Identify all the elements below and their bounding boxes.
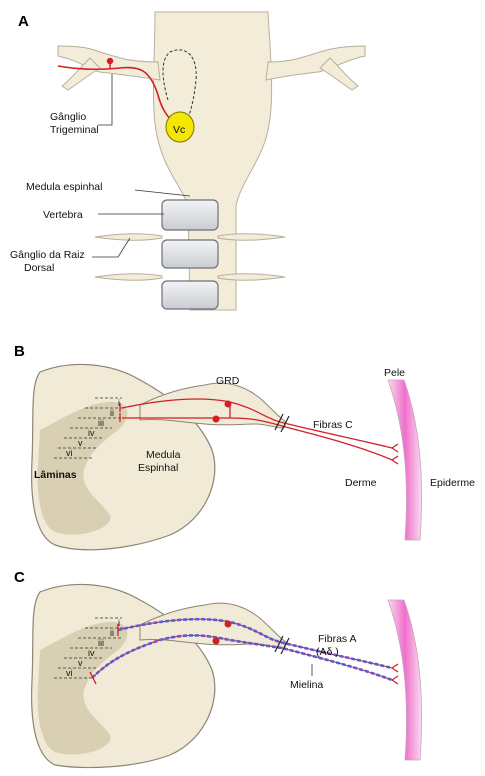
vertebra-3: [162, 281, 218, 309]
lamina-c-iv: iv: [88, 648, 95, 658]
spinal-nerve-l2: [95, 274, 162, 280]
ganglion-cell: [107, 58, 113, 64]
lamina-c-v: v: [78, 658, 83, 668]
a-fibers-label-2: (Aδ ): [316, 646, 339, 658]
panel-b: B i ii iii iv v vi: [14, 343, 475, 550]
lamina-c-ii: ii: [110, 628, 114, 638]
lamina-c-vi: vi: [66, 668, 73, 678]
pele-label: Pele: [384, 367, 405, 379]
c-fibers-label: Fibras C: [313, 419, 353, 431]
vertebra-2: [162, 240, 218, 268]
right-nerve: [266, 46, 365, 80]
lamina-c-iii: iii: [98, 638, 104, 648]
medula-b-label-1: Medula: [146, 449, 181, 461]
vertebra-label: Vertebra: [43, 209, 83, 221]
grd-cell-2: [213, 416, 220, 423]
leader-drg: [92, 238, 130, 257]
vertebra-1: [162, 200, 218, 230]
grd-c-cell-1: [225, 621, 232, 628]
lamina-b-vi: vi: [66, 448, 73, 458]
panel-c-letter: C: [14, 569, 25, 586]
medula-label: Medula espinhal: [26, 181, 102, 193]
mielina-label: Mielina: [290, 679, 323, 691]
panel-b-letter: B: [14, 343, 25, 360]
panel-a-letter: A: [18, 13, 29, 30]
drg-label-1: Gânglio da Raiz: [10, 249, 85, 261]
lamina-b-iii: iii: [98, 418, 104, 428]
spinal-nerve-r2: [218, 274, 285, 280]
spinal-nerve-r1: [218, 234, 285, 240]
drg-label-2: Dorsal: [24, 262, 54, 274]
lamina-b-v: v: [78, 438, 83, 448]
derme-label: Derme: [345, 477, 377, 489]
grd-c-cell-2: [213, 638, 220, 645]
a-fibers-label-1: Fibras A: [318, 633, 357, 645]
vc-label: Vc: [173, 124, 185, 136]
panel-a: A Vc Gânglio Trigeminal Medula esp: [10, 12, 365, 310]
grd-cell-1: [225, 401, 232, 408]
trigeminal-label-2: Trigeminal: [50, 124, 99, 136]
spinal-nerve-l1: [95, 234, 162, 240]
panel-c: C i ii iii iv v vi: [14, 569, 422, 768]
epiderme-label: Epiderme: [430, 477, 475, 489]
laminas-label: Lâminas: [34, 469, 77, 481]
lamina-b-iv: iv: [88, 428, 95, 438]
grd-label: GRD: [216, 375, 240, 387]
leader-trigeminal: [98, 74, 112, 125]
trigeminal-label-1: Gânglio: [50, 111, 86, 123]
lamina-b-ii: ii: [110, 408, 114, 418]
medula-b-label-2: Espinhal: [138, 462, 178, 474]
